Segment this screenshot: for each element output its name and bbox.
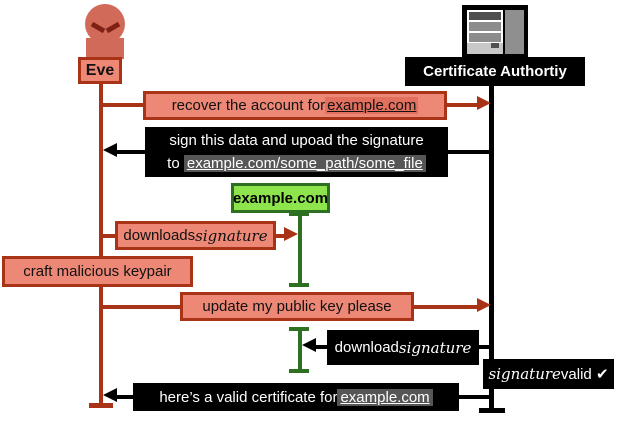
message-text: sign this data and upoad the signature	[169, 132, 424, 149]
message-update-public-key: update my public key please	[180, 292, 414, 321]
server-side-panel	[505, 10, 524, 54]
message-downloads-signature: downloads signature	[115, 221, 276, 250]
message-download-signature: download signature	[327, 330, 479, 365]
ca-server-icon	[462, 5, 528, 58]
message-text: here’s a valid certificate for	[159, 388, 338, 406]
note-signature-valid: signature valid ✔	[483, 359, 614, 389]
signature-script-word: signature	[398, 338, 472, 357]
eve-person-icon	[85, 4, 125, 44]
site-lifeline-cap	[289, 283, 309, 287]
arrowhead-left-icon	[103, 388, 117, 402]
actor-label-eve: Eve	[78, 57, 122, 84]
site-lifeline-segment	[298, 329, 302, 372]
actor-label-example-com: example.com	[231, 183, 330, 213]
message-sign-data: sign this data and upoad the signature t…	[145, 127, 448, 177]
message-recover-account: recover the account for example.com	[143, 91, 447, 120]
ca-lifeline-end-cap	[479, 408, 505, 413]
eve-lifeline-end-cap	[89, 403, 113, 408]
arrowhead-left-icon	[103, 143, 117, 157]
eve-lifeline	[99, 84, 103, 404]
url-highlight: example.com/some_path/some_file	[183, 155, 426, 172]
site-lifeline-cap	[289, 327, 309, 331]
message-text-line2: to example.com/some_path/some_file	[167, 152, 426, 175]
message-text: download	[334, 339, 399, 356]
arrowhead-right-icon	[477, 298, 491, 312]
server-button	[491, 43, 499, 48]
valid-check-text: valid ✔	[560, 366, 609, 383]
site-lifeline-segment	[298, 213, 302, 285]
signature-script-word: signature	[488, 365, 561, 383]
site-lifeline-cap	[289, 212, 309, 216]
site-lifeline-cap	[289, 369, 309, 373]
server-base-panel	[467, 43, 503, 54]
eve-eye-right	[105, 21, 121, 34]
actor-label-certificate-authority: Certificate Authortiy	[405, 57, 585, 86]
message-valid-certificate: here’s a valid certificate for example.c…	[133, 383, 459, 411]
note-craft-malicious-keypair: craft malicious keypair	[2, 256, 193, 287]
arrowhead-left-icon	[302, 338, 316, 352]
domain-highlight: example.com	[337, 388, 433, 406]
server-drive-bay	[469, 12, 501, 20]
signature-script-word: signature	[195, 226, 268, 245]
server-drive-bay	[469, 22, 501, 31]
eve-person-body	[86, 38, 124, 59]
domain-highlight: example.com	[325, 97, 419, 114]
server-drive-bay	[469, 33, 501, 42]
message-text: to	[167, 155, 184, 172]
eve-eye-left	[90, 21, 106, 34]
message-text: recover the account for	[171, 97, 326, 114]
message-text: downloads	[123, 227, 196, 244]
arrowhead-right-icon	[477, 96, 491, 110]
arrowhead-right-icon	[284, 227, 298, 241]
ca-lifeline	[489, 84, 494, 410]
